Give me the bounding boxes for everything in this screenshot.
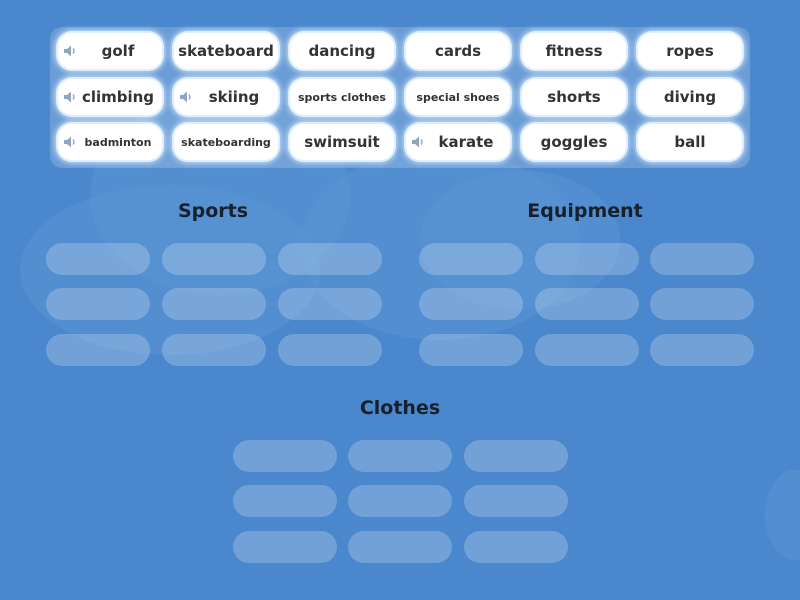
word-tile-label: ropes [666,42,714,60]
drop-slot-clothes[interactable] [233,531,337,563]
word-tile-label: golf [101,42,135,60]
group-title-sports: Sports [177,200,249,222]
word-tile-label: karate [438,133,494,151]
word-tile[interactable]: ropes [638,33,742,69]
word-tile[interactable]: skiing [174,79,278,115]
word-tile-label: special shoes [416,90,500,104]
word-tile[interactable]: climbing [58,79,162,115]
drop-slot-clothes[interactable] [348,485,452,517]
word-tile[interactable]: goggles [522,124,626,160]
drop-slot-sports[interactable] [162,288,266,320]
word-tile-label: diving [663,88,717,106]
drop-slot-sports[interactable] [46,334,150,366]
word-tile-label: skateboard [178,42,274,60]
group-title-clothes: Clothes [359,397,441,419]
word-tile[interactable]: diving [638,79,742,115]
drop-slot-equipment[interactable] [419,243,523,275]
drop-slot-sports[interactable] [162,334,266,366]
word-tile-label: dancing [308,42,376,60]
word-tile[interactable]: badminton [58,124,162,160]
word-tile-label: fitness [545,42,603,60]
word-tile-label: climbing [81,88,155,106]
drop-slot-equipment[interactable] [650,334,754,366]
drop-slot-equipment[interactable] [535,288,639,320]
word-tile-label: ball [674,133,706,151]
word-tile[interactable]: swimsuit [290,124,394,160]
word-tile-label: skateboarding [181,135,271,149]
word-bank [50,27,750,168]
group-title-equipment: Equipment [527,200,643,222]
speaker-icon[interactable] [179,90,193,104]
word-tile[interactable]: golf [58,33,162,69]
word-tile-label: shorts [547,88,601,106]
word-tile-label: cards [434,42,482,60]
drop-slot-sports[interactable] [162,243,266,275]
word-tile[interactable]: ball [638,124,742,160]
drop-slot-clothes[interactable] [233,485,337,517]
drop-slot-clothes[interactable] [464,531,568,563]
speaker-icon[interactable] [63,135,77,149]
drop-slot-sports[interactable] [46,288,150,320]
word-tile[interactable]: skateboarding [174,124,278,160]
speaker-icon[interactable] [411,135,425,149]
background-cloud [420,170,620,310]
drop-slot-sports[interactable] [278,288,382,320]
word-tile-label: badminton [84,135,152,149]
drop-slot-sports[interactable] [278,334,382,366]
word-tile[interactable]: dancing [290,33,394,69]
speaker-icon[interactable] [63,44,77,58]
drop-slot-equipment[interactable] [535,243,639,275]
drop-slot-sports[interactable] [46,243,150,275]
word-tile[interactable]: fitness [522,33,626,69]
drop-slot-equipment[interactable] [535,334,639,366]
word-tile-label: goggles [540,133,608,151]
word-tile-label: sports clothes [298,90,386,104]
word-tile-label: skiing [208,88,260,106]
word-tile-label: swimsuit [304,133,380,151]
drop-slot-clothes[interactable] [464,485,568,517]
drop-slot-equipment[interactable] [419,288,523,320]
word-tile[interactable]: special shoes [406,79,510,115]
word-tile[interactable]: karate [406,124,510,160]
word-tile[interactable]: cards [406,33,510,69]
drop-slot-clothes[interactable] [464,440,568,472]
drop-slot-equipment[interactable] [650,288,754,320]
background-cloud [765,470,800,560]
drop-slot-clothes[interactable] [233,440,337,472]
drop-slot-clothes[interactable] [348,531,452,563]
drop-slot-sports[interactable] [278,243,382,275]
speaker-icon[interactable] [63,90,77,104]
word-tile[interactable]: sports clothes [290,79,394,115]
drop-slot-equipment[interactable] [419,334,523,366]
drop-slot-clothes[interactable] [348,440,452,472]
word-tile[interactable]: shorts [522,79,626,115]
drop-slot-equipment[interactable] [650,243,754,275]
word-tile[interactable]: skateboard [174,33,278,69]
